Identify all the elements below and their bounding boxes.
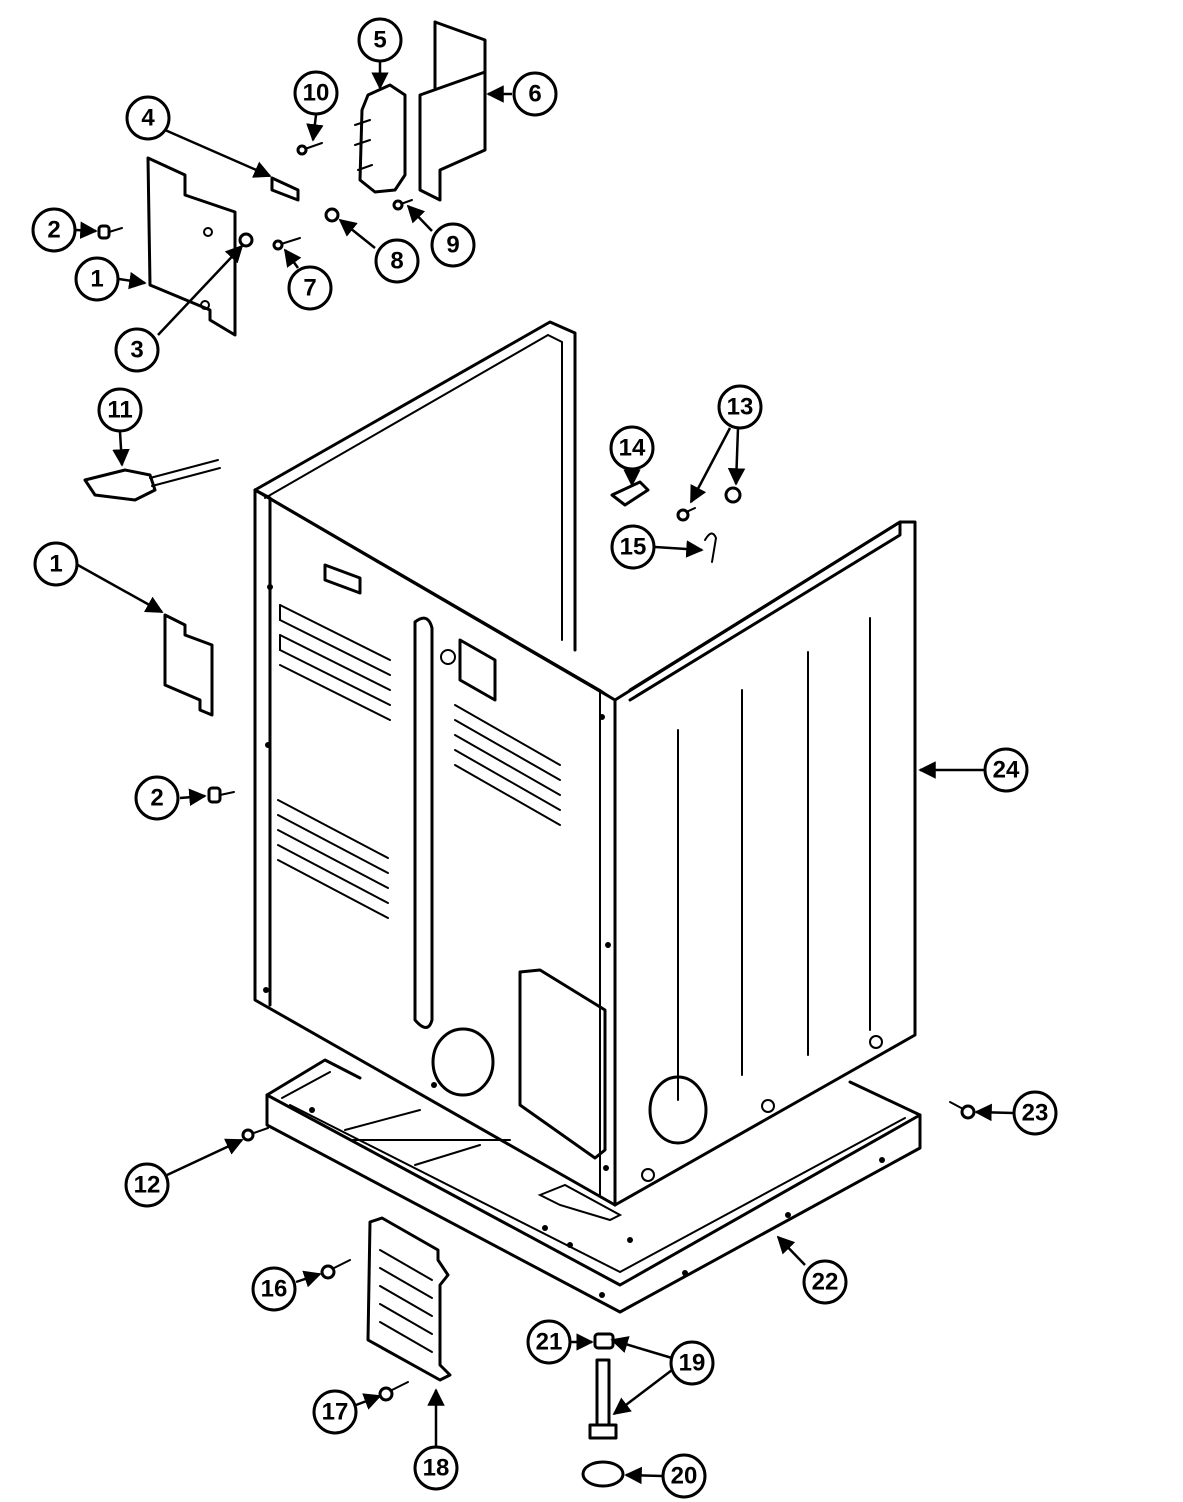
callout-1-lower: 1 <box>33 541 79 587</box>
nut-3 <box>238 232 254 248</box>
callout-2-lower: 2 <box>134 775 180 821</box>
callout-3: 3 <box>114 327 160 373</box>
nut-21 <box>593 1332 615 1350</box>
svg-text:15: 15 <box>620 534 647 561</box>
callout-15: 15 <box>610 524 656 570</box>
callout-10: 10 <box>293 70 339 116</box>
callout-5: 5 <box>357 17 403 63</box>
svg-text:22: 22 <box>812 1269 839 1296</box>
plate-1-upper <box>146 156 237 337</box>
callout-7: 7 <box>287 265 333 311</box>
svg-text:6: 6 <box>528 81 541 108</box>
plate-1-lower <box>163 613 214 717</box>
svg-text:18: 18 <box>423 1455 450 1482</box>
callout-1-upper: 1 <box>74 256 120 302</box>
svg-text:5: 5 <box>373 27 386 54</box>
svg-text:17: 17 <box>322 1399 349 1426</box>
svg-text:23: 23 <box>1022 1100 1049 1127</box>
callout-24: 24 <box>983 747 1029 793</box>
svg-text:16: 16 <box>261 1276 288 1303</box>
svg-text:1: 1 <box>49 551 62 578</box>
callout-4: 4 <box>125 95 171 141</box>
screw-2-lower <box>207 786 235 804</box>
callout-11: 11 <box>97 387 143 433</box>
callout-21: 21 <box>526 1319 572 1365</box>
callout-12: 12 <box>124 1162 170 1208</box>
svg-text:14: 14 <box>619 435 646 462</box>
svg-text:20: 20 <box>671 1463 698 1490</box>
callout-13: 13 <box>717 384 763 430</box>
svg-text:10: 10 <box>303 80 330 107</box>
callout-18: 18 <box>413 1445 459 1491</box>
callout-8: 8 <box>374 238 420 284</box>
svg-text:2: 2 <box>150 785 163 812</box>
callout-22: 22 <box>802 1259 848 1305</box>
callout-20: 20 <box>661 1453 707 1499</box>
leader-lines <box>75 62 1014 1485</box>
washer-13 <box>724 486 742 504</box>
svg-text:4: 4 <box>141 105 155 132</box>
terminal-block-5 <box>358 83 407 194</box>
base-frame <box>265 1058 922 1314</box>
cover-6 <box>418 70 487 202</box>
callout-19: 19 <box>669 1340 715 1386</box>
svg-text:3: 3 <box>130 337 143 364</box>
hook-15 <box>704 532 718 563</box>
bracket-4 <box>270 176 300 202</box>
svg-text:24: 24 <box>993 757 1020 784</box>
screw-2-upper <box>97 224 123 240</box>
callout-23: 23 <box>1012 1090 1058 1136</box>
svg-text:13: 13 <box>727 394 754 421</box>
cabinet-shell <box>253 320 917 1207</box>
louvered-panel-18 <box>366 1216 452 1382</box>
svg-text:9: 9 <box>446 232 459 259</box>
callout-17: 17 <box>312 1389 358 1435</box>
callout-14: 14 <box>609 425 655 471</box>
foot-20 <box>581 1460 625 1488</box>
svg-text:21: 21 <box>536 1329 563 1356</box>
svg-text:2: 2 <box>47 217 60 244</box>
callout-9: 9 <box>430 222 476 268</box>
clip-14 <box>610 480 650 507</box>
washer-8 <box>324 207 340 223</box>
svg-text:7: 7 <box>303 275 316 302</box>
svg-text:8: 8 <box>390 248 403 275</box>
callout-2-upper: 2 <box>31 207 77 253</box>
power-cord-11 <box>83 459 221 502</box>
svg-text:11: 11 <box>107 397 132 424</box>
svg-text:12: 12 <box>134 1172 161 1199</box>
svg-text:19: 19 <box>679 1350 706 1377</box>
svg-text:1: 1 <box>90 266 103 293</box>
callout-6: 6 <box>512 71 558 117</box>
callout-16: 16 <box>251 1266 297 1312</box>
bolt-19 <box>588 1358 618 1440</box>
